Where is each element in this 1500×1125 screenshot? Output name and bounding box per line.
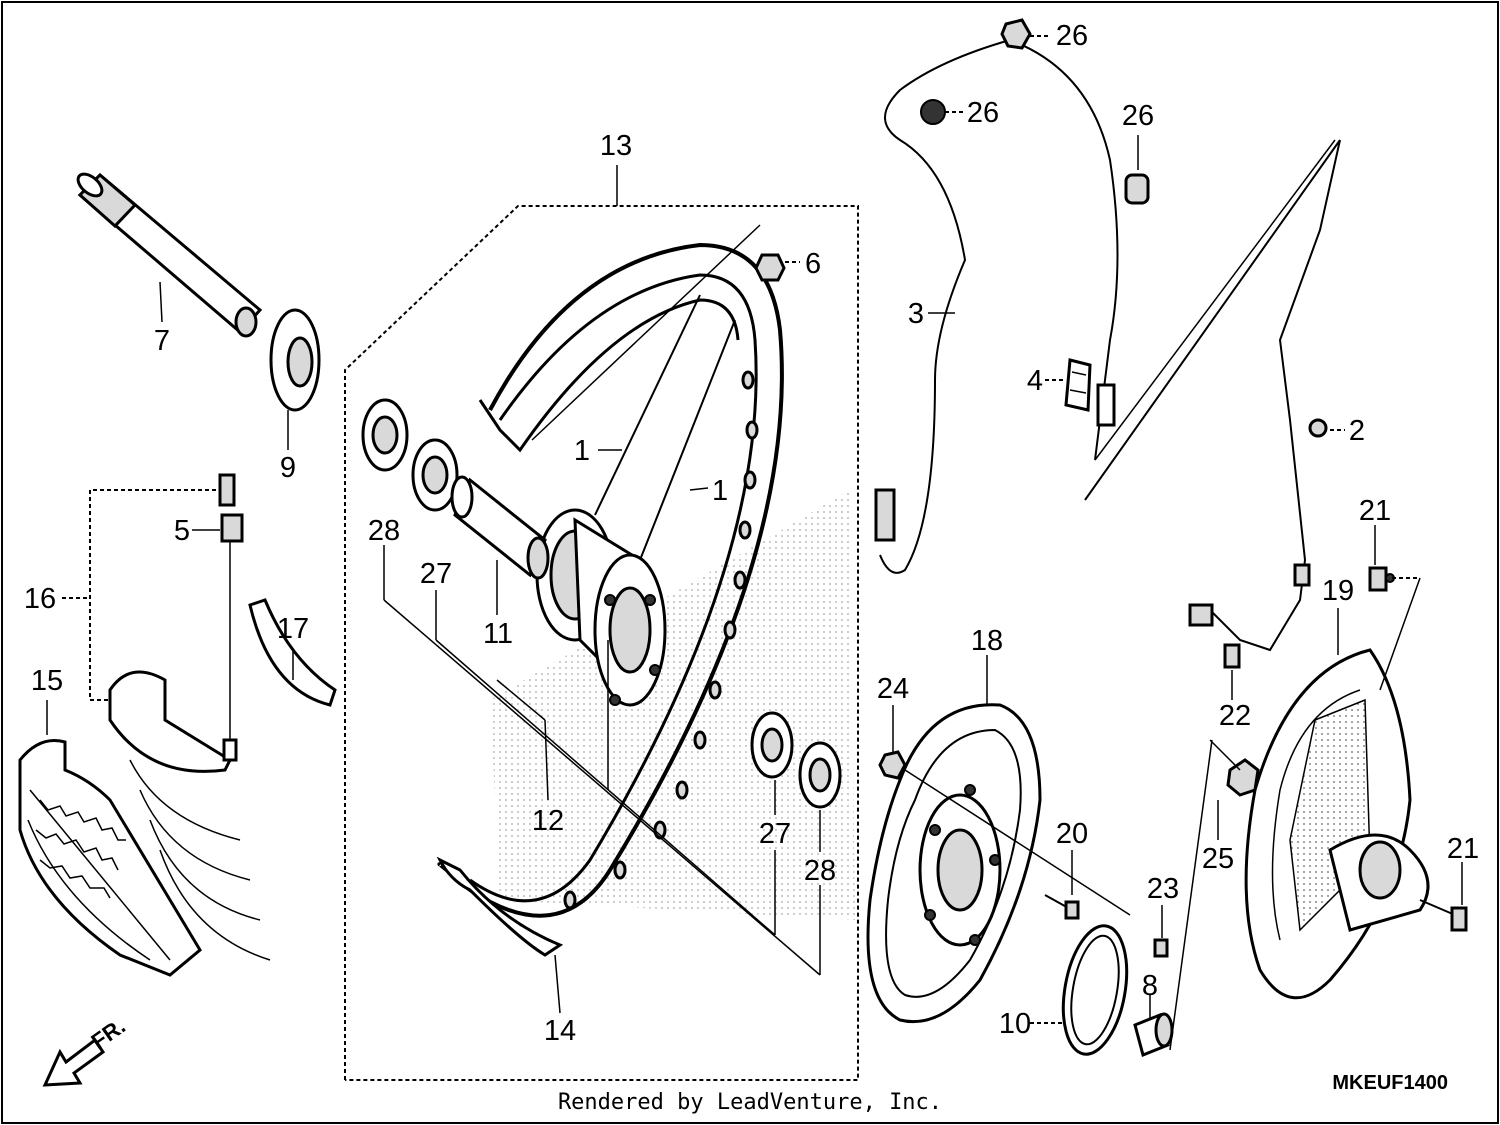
grommet-26a (1000, 18, 1032, 50)
axle-collar (269, 308, 321, 412)
ref-line-25 (1209, 739, 1241, 771)
callout-12: 12 (532, 805, 564, 837)
disc-cover (1244, 648, 1430, 1000)
bracket-16 (89, 489, 230, 701)
sensor-cable (874, 39, 1119, 574)
spokes (531, 224, 761, 561)
callout-27-left: 27 (420, 558, 452, 590)
leader-14 (554, 954, 561, 1014)
callout-14: 14 (544, 1015, 576, 1047)
nut-24 (878, 750, 907, 780)
bolt-21a (1368, 566, 1395, 592)
callout-13: 13 (600, 130, 632, 162)
bolt-5 (218, 473, 244, 762)
wheel-rim (436, 242, 784, 957)
bearing-27-right (750, 711, 794, 779)
grommet-26c (1124, 173, 1150, 205)
callout-16: 16 (24, 583, 56, 615)
leader-1b (689, 487, 709, 491)
front-direction-arrow-icon (42, 1037, 106, 1087)
bearing-28-left (361, 398, 409, 472)
bearing-28-right (798, 741, 842, 809)
bolt-21b (1419, 899, 1468, 932)
nut-6 (754, 253, 786, 282)
ref-line-24 (904, 769, 1131, 916)
callout-6: 6 (805, 248, 821, 280)
callout-8: 8 (1142, 970, 1158, 1002)
brake-disc (866, 703, 1042, 1024)
callout-15: 15 (31, 665, 63, 697)
callout-19: 19 (1322, 575, 1354, 607)
callout-27-right: 27 (759, 818, 791, 850)
callout-28-left: 28 (368, 515, 400, 547)
callout-4: 4 (1027, 365, 1043, 397)
pulser-ring (1061, 924, 1129, 1056)
distance-collar (450, 475, 550, 580)
ref-line-11 (496, 679, 546, 721)
callout-21a: 21 (1359, 495, 1391, 527)
brake-hose (1084, 139, 1341, 652)
callout-26b: 26 (967, 97, 999, 129)
grommet-26b (920, 99, 946, 125)
ref-line-27 (435, 639, 776, 936)
callout-26a: 26 (1056, 20, 1088, 52)
callout-20: 20 (1056, 818, 1088, 850)
callout-17: 17 (277, 613, 309, 645)
credit-line: Rendered by LeadVenture, Inc. (557, 1090, 943, 1115)
axle (76, 172, 263, 338)
ref-21a-line (1379, 577, 1421, 691)
callout-23: 23 (1147, 873, 1179, 905)
callout-25: 25 (1202, 843, 1234, 875)
callout-22: 22 (1219, 700, 1251, 732)
leader-7 (159, 281, 163, 323)
callout-26c: 26 (1122, 100, 1154, 132)
callout-1a: 1 (574, 435, 590, 467)
nut-25 (1226, 758, 1260, 797)
ref-line-8 (1169, 739, 1213, 1051)
ref-line-28 (383, 599, 821, 976)
callout-18: 18 (971, 625, 1003, 657)
diagram-code: MKEUF1400 (1332, 1072, 1448, 1094)
callout-2: 2 (1349, 415, 1365, 447)
callout-28-right: 28 (804, 855, 836, 887)
bolt-20 (1044, 894, 1080, 920)
clamp-4 (1064, 358, 1092, 412)
callout-1b: 1 (712, 475, 728, 507)
bolt-23 (1153, 938, 1169, 958)
front-fender (18, 739, 202, 977)
leader-12 (544, 719, 549, 801)
rim-holes (563, 370, 759, 910)
callout-9: 9 (280, 452, 296, 484)
wheel-assembly-frame (344, 205, 859, 1081)
callout-24: 24 (877, 673, 909, 705)
collar-8 (1133, 1012, 1174, 1058)
callout-7: 7 (154, 325, 170, 357)
callout-11: 11 (483, 618, 513, 650)
callout-3: 3 (908, 298, 924, 330)
fender-inner (108, 670, 271, 961)
callout-10: 10 (999, 1008, 1031, 1040)
bolt-22 (1223, 643, 1241, 669)
wheel-hub (535, 508, 667, 707)
callout-5: 5 (174, 515, 190, 547)
callout-21b: 21 (1447, 833, 1479, 865)
bearing-27-left (411, 438, 459, 512)
